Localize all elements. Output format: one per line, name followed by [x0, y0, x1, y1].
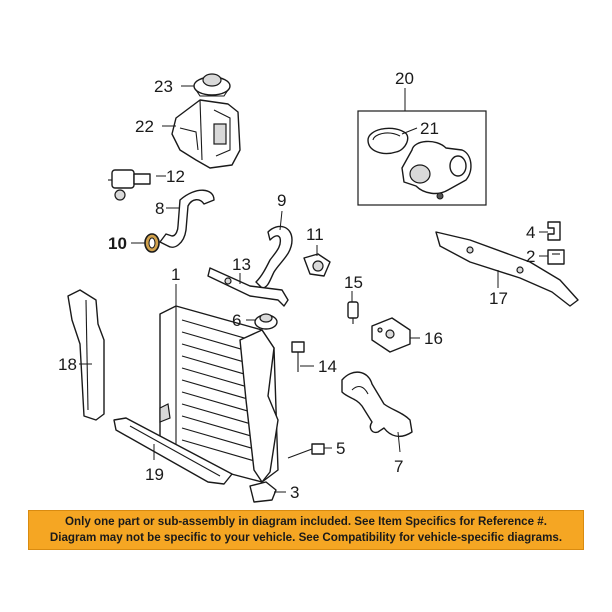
part-10-hose-clamp [144, 233, 160, 253]
notice-line-2: Diagram may not be specific to your vehi… [49, 531, 563, 544]
callout-10: 10 [108, 234, 127, 253]
callout-9: 9 [277, 191, 286, 210]
callout-22: 22 [135, 117, 154, 136]
callout-16: 16 [424, 329, 443, 348]
part-14-bolt [291, 341, 305, 372]
callout-8: 8 [155, 199, 164, 218]
part-17-radiator-support [435, 231, 579, 307]
callout-4: 4 [526, 223, 535, 242]
part-5-bolt [287, 443, 325, 459]
part-19-lower-seal [113, 417, 233, 485]
part-23-reservoir-cap [193, 73, 231, 97]
notice-banner: Only one part or sub-assembly in diagram… [28, 510, 584, 550]
callout-12: 12 [166, 167, 185, 186]
callout-21: 21 [420, 119, 439, 138]
part-22-coolant-reservoir [171, 99, 241, 169]
callout-20: 20 [395, 69, 414, 88]
part-1-radiator [159, 305, 279, 483]
callout-6: 6 [232, 311, 241, 330]
leader-lines [79, 85, 548, 493]
radiator-fins [181, 319, 259, 463]
callout-17: 17 [489, 289, 508, 308]
part-12-sensor [108, 169, 151, 201]
callout-1: 1 [171, 265, 180, 284]
callout-3: 3 [290, 483, 299, 502]
callout-7: 7 [394, 457, 403, 476]
part-3-bracket [249, 481, 277, 503]
part-18-air-deflector [67, 289, 105, 421]
callout-11: 11 [306, 225, 324, 244]
callout-numbers: 23 22 12 8 10 9 11 13 20 21 4 2 17 15 16… [58, 69, 535, 502]
callout-19: 19 [145, 465, 164, 484]
callout-5: 5 [336, 439, 345, 458]
part-4-bracket [547, 221, 561, 241]
part-13-pipe [207, 267, 289, 307]
callout-18: 18 [58, 355, 77, 374]
callout-14: 14 [318, 357, 337, 376]
part-16-module [371, 317, 411, 353]
part-8-hose [159, 189, 215, 248]
part-6-radiator-cap [254, 313, 278, 330]
part-15-sensor [347, 301, 359, 324]
part-11-fitting [303, 253, 331, 277]
part-20-thermostat-assembly [357, 110, 487, 206]
part-2-mount [547, 249, 565, 265]
callout-13: 13 [232, 255, 251, 274]
callout-15: 15 [344, 273, 363, 292]
callout-23: 23 [154, 77, 173, 96]
notice-line-1: Only one part or sub-assembly in diagram… [65, 515, 547, 528]
part-7-lower-hose [341, 371, 413, 438]
part-9-hose [255, 225, 293, 289]
callout-2: 2 [526, 247, 535, 266]
